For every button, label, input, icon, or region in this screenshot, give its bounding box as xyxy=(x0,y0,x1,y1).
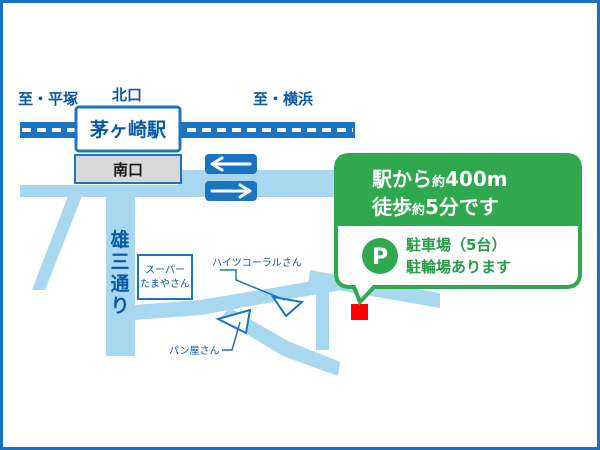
text-segment: 駅から xyxy=(371,167,432,191)
text-segment: 5分です xyxy=(425,195,499,219)
road-main-horizontal xyxy=(20,185,340,197)
callout-distance-line2: 徒歩約5分です xyxy=(371,195,499,219)
label-north-exit: 北口 xyxy=(112,86,142,104)
callout-bubble xyxy=(334,153,582,306)
station-name: 茅ヶ崎駅 xyxy=(90,118,167,141)
label-south-exit: 南口 xyxy=(113,161,143,179)
supermarket-label-1: スーパー xyxy=(145,264,185,276)
street-char: 三 xyxy=(110,251,129,273)
callout-distance-line1: 駅から約400m xyxy=(371,167,508,191)
parking-line-1: 駐車場（5台） xyxy=(406,236,506,254)
label-to-hiratsuka: 至・平塚 xyxy=(18,90,78,108)
street-label: 雄 三 通 り xyxy=(109,228,130,317)
road-yuzo-dori xyxy=(106,196,135,356)
street-char: 通 xyxy=(110,273,130,295)
two-way-arrow-icon xyxy=(205,154,257,201)
street-char: り xyxy=(110,295,129,317)
destination-marker-icon xyxy=(351,304,368,320)
supermarket-box xyxy=(137,254,193,300)
heights-building xyxy=(270,295,305,318)
bakery-leader-line xyxy=(222,321,241,351)
heights-label: ハイツコーラルさん xyxy=(212,257,302,269)
callout-header xyxy=(336,155,580,226)
parking-line-2: 駐輪場あります xyxy=(406,258,511,276)
road-diagonal-lower xyxy=(220,308,340,376)
road-short-vertical xyxy=(316,290,329,350)
text-segment: 400m xyxy=(445,167,508,191)
road-upper-right xyxy=(178,170,340,185)
south-exit-box xyxy=(74,154,182,184)
bakery-label: パン屋さん xyxy=(169,345,220,357)
text-segment: 約 xyxy=(412,202,425,218)
street-char: 雄 xyxy=(109,228,129,251)
heights-leader-line xyxy=(220,269,286,301)
supermarket-label-2: たまやさん xyxy=(140,278,190,290)
road-lower xyxy=(134,276,342,320)
text-segment: 徒歩 xyxy=(371,195,412,219)
road-left-diagonal xyxy=(32,196,82,290)
parking-icon xyxy=(362,238,398,274)
railway xyxy=(20,122,355,138)
bakery-building xyxy=(215,308,252,335)
label-to-yokohama: 至・横浜 xyxy=(253,90,313,108)
station-box xyxy=(74,105,182,153)
text-segment: 約 xyxy=(432,174,445,190)
parking-symbol: P xyxy=(372,245,388,270)
